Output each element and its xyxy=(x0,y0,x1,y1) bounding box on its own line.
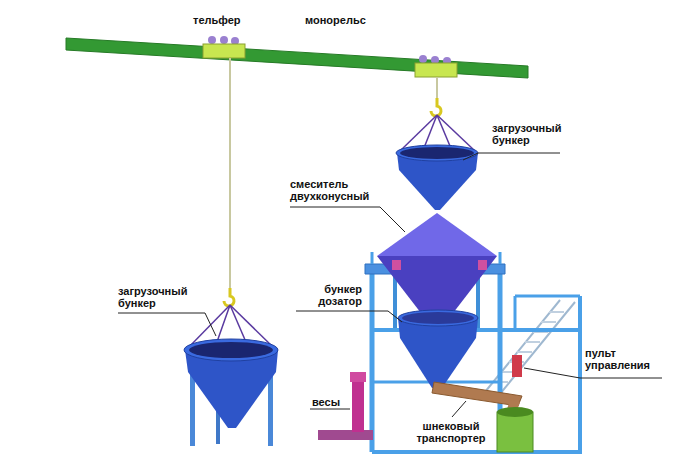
stair-steps xyxy=(493,312,564,382)
stair-rail xyxy=(500,302,575,394)
loading-bunker xyxy=(397,153,478,210)
monorail xyxy=(66,38,528,78)
frame-post xyxy=(578,296,582,452)
control-panel xyxy=(512,355,522,377)
part-label: загрузочный бункер xyxy=(118,285,203,309)
bunker-mouth xyxy=(400,147,474,159)
hoist-wheel xyxy=(220,36,228,44)
hoist-wheel xyxy=(419,55,427,63)
frame-post xyxy=(514,296,517,330)
part-label: весы xyxy=(312,396,340,408)
leader-line xyxy=(310,409,350,410)
leader-line xyxy=(290,207,405,232)
bunker-rim xyxy=(398,310,478,326)
frame-post xyxy=(393,274,397,330)
hook xyxy=(431,98,441,116)
receiving-bucket xyxy=(497,412,533,452)
railing xyxy=(499,252,502,264)
dosing-bunker xyxy=(398,318,478,388)
part-label: монорельс xyxy=(305,14,366,26)
hoist-wheel xyxy=(208,36,216,44)
railing xyxy=(371,252,374,264)
scale-post xyxy=(352,377,364,432)
part-label: бункер дозатор xyxy=(296,283,362,307)
scale-head xyxy=(350,372,366,382)
bunker-mouth xyxy=(402,312,474,324)
hook xyxy=(224,288,234,306)
hoist-cable xyxy=(436,77,438,100)
leader-line xyxy=(296,311,402,322)
loading-bunker xyxy=(185,350,278,428)
hoist-cable xyxy=(229,58,231,290)
frame xyxy=(365,252,582,452)
mixer-bearing xyxy=(392,260,401,270)
part-label: тельфер xyxy=(193,14,241,26)
leader-line xyxy=(463,153,560,160)
frame-beam xyxy=(372,450,582,454)
part-label: смеситель двухконусный xyxy=(290,178,385,202)
leader-lines xyxy=(118,153,662,417)
mixer-upper-cone xyxy=(377,213,497,256)
leader-line xyxy=(452,401,466,417)
hoist-body xyxy=(415,63,457,77)
stair-rail xyxy=(485,300,560,392)
part-label: шнековый транспортер xyxy=(410,420,492,444)
scale-platform xyxy=(318,430,373,440)
part-label: загрузочный бункер xyxy=(492,122,577,146)
frame-leg xyxy=(370,274,375,452)
mixer-lower-cone xyxy=(377,256,497,330)
bunker-rim xyxy=(184,339,278,361)
part-label: пульт управления xyxy=(585,347,670,371)
leader-line xyxy=(118,313,216,336)
bucket-rim xyxy=(497,407,533,417)
hoist-body xyxy=(203,44,245,58)
railing xyxy=(515,295,580,298)
screw-conveyor xyxy=(432,382,522,406)
bunker-mouth xyxy=(189,342,273,358)
mixer-bearing xyxy=(478,260,487,270)
